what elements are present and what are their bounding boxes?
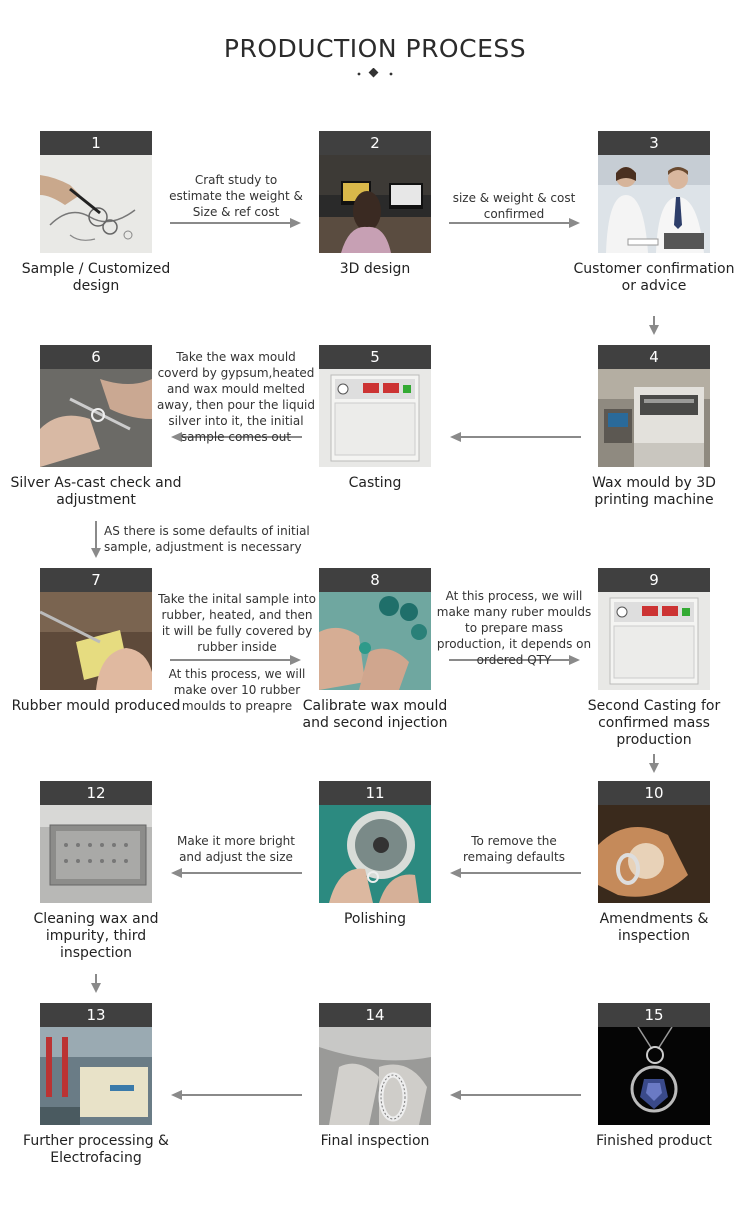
step-label: Final inspection [320, 1133, 430, 1149]
step-label: Sample / Customized design [21, 261, 171, 294]
step-8: 8 Calibrate wax mould and second injecti… [303, 568, 447, 731]
step-number: 6 [40, 345, 152, 369]
arrow-7-to-8 [170, 655, 301, 665]
step-number: 10 [598, 781, 710, 805]
step-label: Rubber mould produced [11, 698, 181, 714]
step-12: 12 Cleaning wax and impurity, third insp… [34, 781, 158, 961]
arrow-12-to-13 [91, 974, 101, 993]
cleaning-tank-image [40, 805, 152, 903]
final-inspection-image [319, 1027, 431, 1125]
casting-machine-image [598, 592, 710, 690]
step-label: Casting [348, 475, 402, 491]
step-3: 3 Customer confirmation or advice [574, 131, 734, 294]
arrow-5-to-6 [171, 432, 302, 442]
step-label: 3D design [339, 261, 411, 277]
amendment-ring-image [598, 805, 710, 903]
title-ornament [357, 68, 393, 78]
note-8-to-9: At this process, we will make many ruber… [436, 589, 592, 667]
casting-machine-image [319, 369, 431, 467]
step-label: Customer confirmation or advice [573, 261, 735, 294]
step-number: 15 [598, 1003, 710, 1027]
note-7-to-8-top: Take the inital sample into rubber, heat… [158, 592, 316, 654]
polishing-image [319, 805, 431, 903]
step-label: Polishing [343, 911, 407, 927]
computer-designer-image [319, 155, 431, 253]
step-1: 1 Sample / Customized design [22, 131, 170, 294]
customer-meeting-image [598, 155, 710, 253]
step-10: 10 Amendments & inspection [598, 781, 710, 944]
step-number: 3 [598, 131, 710, 155]
note-2-to-3: size & weight & cost confirmed [452, 191, 576, 221]
note-6-to-7: AS there is some defaults of initial sam… [104, 524, 310, 554]
step-5: 5 Casting [319, 345, 431, 491]
note-1-to-2: Craft study to estimate the weight & Siz… [169, 173, 303, 219]
step-number: 14 [319, 1003, 431, 1027]
step-2: 2 3D design [319, 131, 431, 277]
finished-pendant-image [598, 1027, 710, 1125]
step-13: 13 Further processing & Electrofacing [23, 1003, 169, 1166]
step-label: Finished product [596, 1133, 712, 1149]
sketch-drawing-image [40, 155, 152, 253]
electroplating-factory-image [40, 1027, 152, 1125]
step-6: 6 Silver As-cast check and adjustment [11, 345, 181, 508]
arrow-9-to-10 [649, 754, 659, 773]
step-label: Calibrate wax mould and second injection [302, 698, 448, 731]
step-label: Further processing & Electrofacing [23, 1133, 169, 1166]
note-7-to-8-bottom: At this process, we will make over 10 ru… [168, 667, 306, 713]
step-number: 11 [319, 781, 431, 805]
note-5-to-6: Take the wax mould coverd by gypsum,heat… [156, 350, 316, 444]
step-number: 7 [40, 568, 152, 592]
note-10-to-11: To remove the remaing defaults [463, 834, 565, 864]
step-number: 8 [319, 568, 431, 592]
step-label: Wax mould by 3D printing machine [592, 475, 716, 508]
note-11-to-12: Make it more bright and adjust the size [177, 834, 295, 864]
arrow-2-to-3 [449, 218, 580, 228]
step-label: Silver As-cast check and adjustment [10, 475, 182, 508]
step-number: 4 [598, 345, 710, 369]
arrow-4-to-5 [450, 432, 581, 442]
step-label: Cleaning wax and impurity, third inspect… [33, 911, 159, 961]
arrow-1-to-2 [170, 218, 301, 228]
3d-printer-image [598, 369, 710, 467]
step-number: 13 [40, 1003, 152, 1027]
step-number: 12 [40, 781, 152, 805]
step-number: 1 [40, 131, 152, 155]
step-7: 7 Rubber mould produced [12, 568, 180, 714]
step-number: 9 [598, 568, 710, 592]
wax-calibration-image [319, 592, 431, 690]
rubber-mould-image [40, 592, 152, 690]
step-label: Second Casting for confirmed mass produc… [587, 698, 721, 748]
arrow-8-to-9 [449, 655, 580, 665]
step-number: 5 [319, 345, 431, 369]
hand-check-image [40, 369, 152, 467]
step-9: 9 Second Casting for confirmed mass prod… [588, 568, 720, 748]
arrow-11-to-12 [171, 868, 302, 878]
step-4: 4 Wax mould by 3D printing machine [592, 345, 716, 508]
step-14: 14 Final inspection [319, 1003, 431, 1149]
arrow-3-to-4 [649, 316, 659, 335]
step-number: 2 [319, 131, 431, 155]
step-15: 15 Finished product [596, 1003, 712, 1149]
arrow-14-to-13 [171, 1090, 302, 1100]
step-label: Amendments & inspection [599, 911, 709, 944]
arrow-10-to-11 [450, 868, 581, 878]
arrow-15-to-14 [450, 1090, 581, 1100]
arrow-6-to-7 [91, 521, 101, 558]
page-title: PRODUCTION PROCESS [223, 34, 527, 63]
step-11: 11 Polishing [319, 781, 431, 927]
